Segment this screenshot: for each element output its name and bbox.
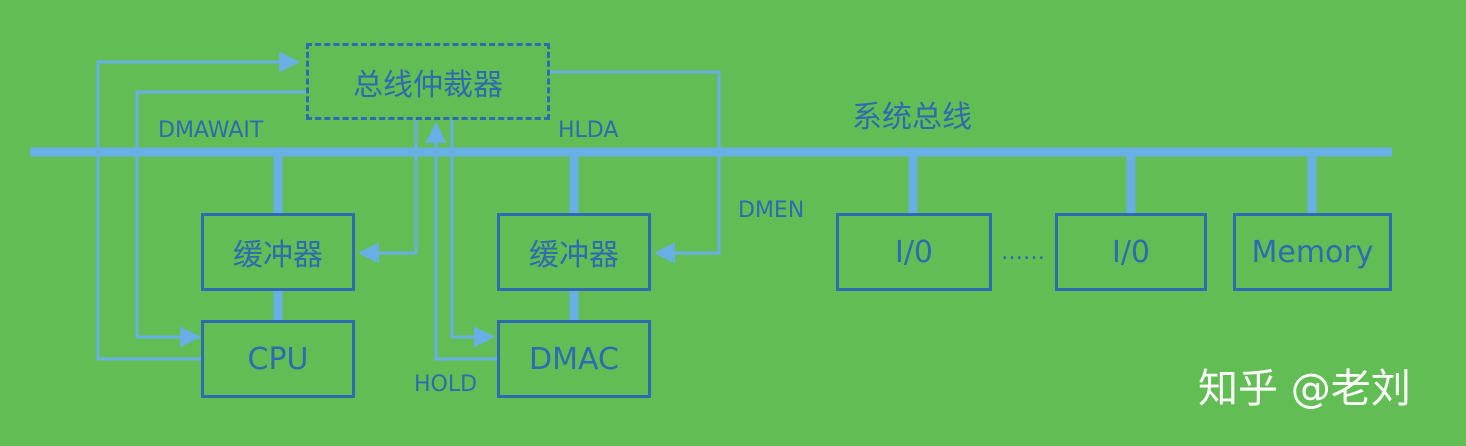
io-box-2: I/0 [1055, 213, 1207, 291]
io-box-1: I/0 [836, 213, 992, 291]
bus-arbiter-box: 总线仲裁器 [306, 43, 550, 120]
dmac-label: DMAC [529, 341, 619, 377]
dmen-line [550, 70, 721, 264]
dmac-box: DMAC [497, 320, 651, 398]
ellipsis-label: …… [1001, 240, 1045, 265]
control-lines [96, 51, 721, 361]
dmawait-line [135, 90, 306, 348]
bus-stubs [273, 156, 1317, 320]
bus-arbiter-label: 总线仲裁器 [353, 67, 503, 103]
hold-line [425, 121, 497, 361]
buffer-cpu-label: 缓冲器 [233, 238, 323, 273]
cpu-box: CPU [201, 320, 355, 398]
memory-label: Memory [1251, 234, 1374, 270]
arbiter-to-cpu-buffer-line [357, 120, 418, 264]
hlda-line [450, 120, 496, 348]
buffer-cpu-box: 缓冲器 [201, 213, 355, 291]
hlda-label: HLDA [558, 118, 619, 143]
cpu-label: CPU [247, 341, 309, 377]
io-label-1: I/0 [894, 234, 934, 270]
cpu-to-arbiter-line [96, 51, 301, 361]
hold-label: HOLD [414, 372, 478, 397]
system-bus-label: 系统总线 [852, 100, 972, 135]
watermark-text: 知乎 @老刘 [1198, 366, 1411, 412]
io-label-2: I/0 [1111, 234, 1151, 270]
dmawait-label: DMAWAIT [158, 118, 264, 143]
buffer-dmac-box: 缓冲器 [497, 213, 651, 291]
memory-box: Memory [1233, 213, 1392, 291]
dmen-label: DMEN [738, 198, 805, 223]
buffer-dmac-label: 缓冲器 [529, 238, 619, 273]
